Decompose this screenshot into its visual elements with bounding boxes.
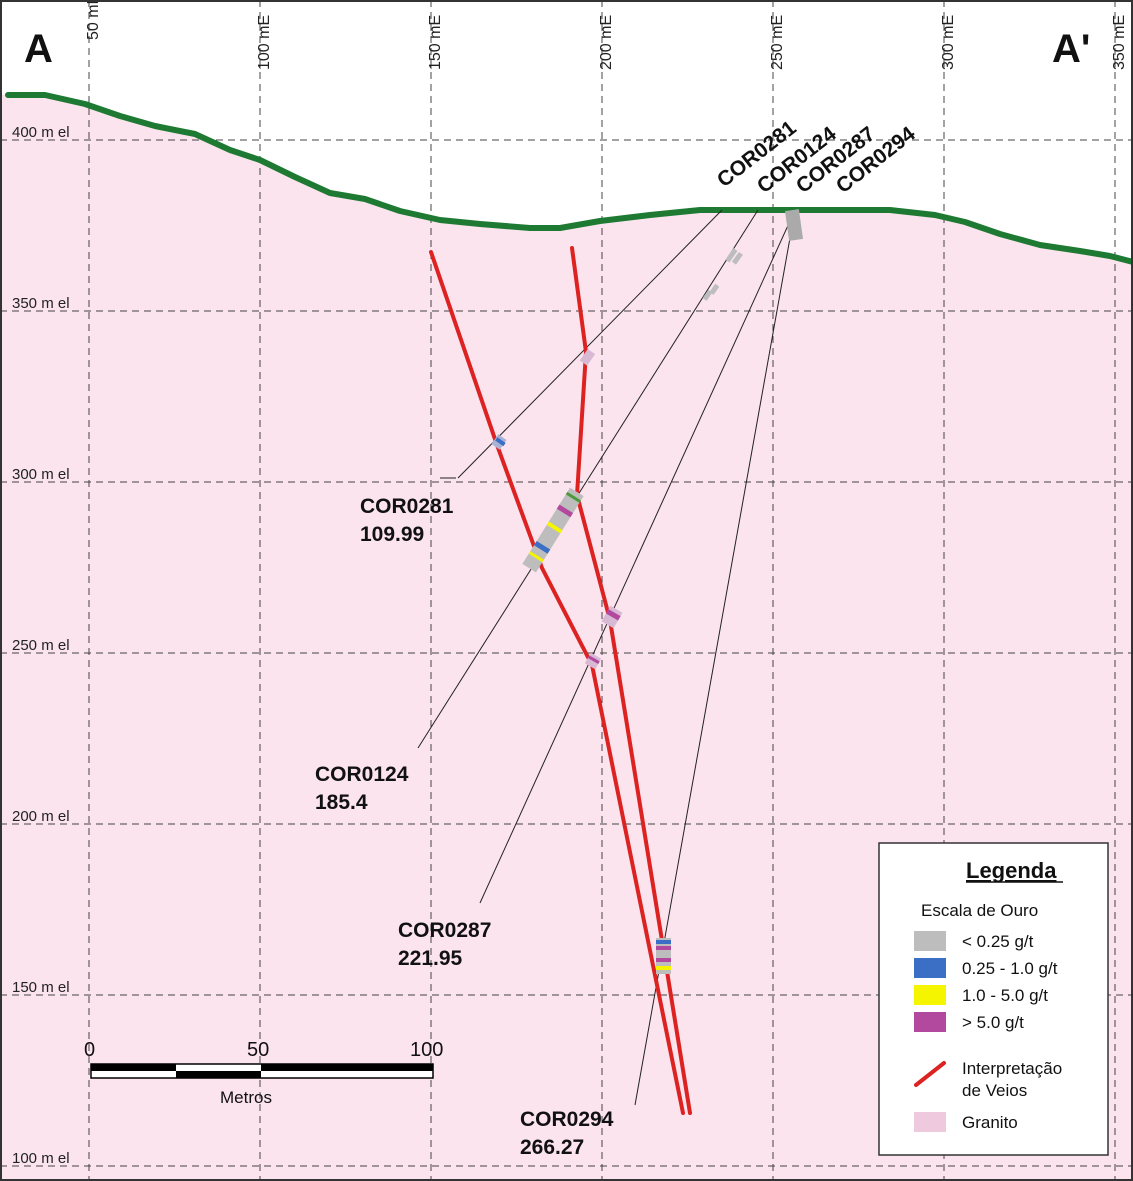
easting-label-350: 350 mE [1111, 15, 1128, 70]
easting-label-100: 100 mE [256, 15, 273, 70]
hole-end-depth-cor0294: 266.27 [520, 1136, 584, 1159]
scale-tick-50: 50 [247, 1039, 269, 1061]
legend-title: Legenda [966, 858, 1057, 883]
legend-swatch-1-5 [914, 985, 946, 1005]
elevation-label-200: 200 m el [12, 808, 70, 825]
legend: Legenda Escala de Ouro < 0.25 g/t 0.25 -… [878, 842, 1109, 1156]
hole-end-name-cor0281: COR0281 [360, 495, 454, 518]
elevation-label-250: 250 m el [12, 637, 70, 654]
easting-label-250: 250 mE [769, 15, 786, 70]
drill-collar [784, 209, 804, 241]
drillhole-trace-cor0281 [457, 209, 723, 479]
legend-swatch-granite [914, 1112, 946, 1132]
legend-label-1-5: 1.0 - 5.0 g/t [962, 986, 1048, 1005]
drillhole-traces [417, 209, 796, 1106]
hole-end-depth-cor0287: 221.95 [398, 947, 463, 970]
hole-end-name-cor0124: COR0124 [315, 763, 409, 786]
legend-vein-label-line1: Interpretação [962, 1059, 1062, 1078]
legend-label-granite: Granito [962, 1113, 1018, 1132]
easting-label-150: 150 mE [427, 15, 444, 70]
legend-subtitle: Escala de Ouro [921, 901, 1038, 920]
elevation-label-150: 150 m el [12, 979, 70, 996]
easting-label-200: 200 mE [598, 15, 615, 70]
scale-tick-0: 0 [84, 1039, 95, 1061]
drillhole-trace-cor0124 [417, 209, 759, 749]
section-end-label: A' [1052, 27, 1090, 71]
legend-swatch-lt025 [914, 931, 946, 951]
elevation-label-100: 100 m el [12, 1150, 70, 1167]
legend-swatch-025-1 [914, 958, 946, 978]
hole-end-depth-cor0281: 109.99 [360, 523, 424, 546]
easting-label-50: 50 mE [85, 0, 102, 40]
legend-label-025-1: 0.25 - 1.0 g/t [962, 959, 1058, 978]
hole-end-depth-cor0124: 185.4 [315, 791, 368, 814]
drillhole-trace-cor0287 [479, 209, 796, 904]
assay-intervals [491, 248, 743, 974]
legend-vein-label-line2: de Veios [962, 1081, 1027, 1100]
granite-fill [0, 95, 1133, 1181]
legend-label-gt5: > 5.0 g/t [962, 1013, 1024, 1032]
legend-swatch-gt5 [914, 1012, 946, 1032]
scale-bar: 0 50 100 Metros [84, 1039, 443, 1107]
legend-vein-symbol [914, 1061, 946, 1087]
scale-unit: Metros [220, 1088, 272, 1107]
hole-end-name-cor0287: COR0287 [398, 919, 491, 942]
hole-end-name-cor0294: COR0294 [520, 1108, 614, 1131]
legend-label-lt025: < 0.25 g/t [962, 932, 1034, 951]
easting-label-300: 300 mE [940, 15, 957, 70]
elevation-label-300: 300 m el [12, 466, 70, 483]
elevation-label-350: 350 m el [12, 295, 70, 312]
scale-tick-100: 100 [410, 1039, 443, 1061]
topography-line [5, 92, 1133, 265]
elevation-label-400: 400 m el [12, 124, 70, 141]
section-start-label: A [24, 27, 53, 71]
